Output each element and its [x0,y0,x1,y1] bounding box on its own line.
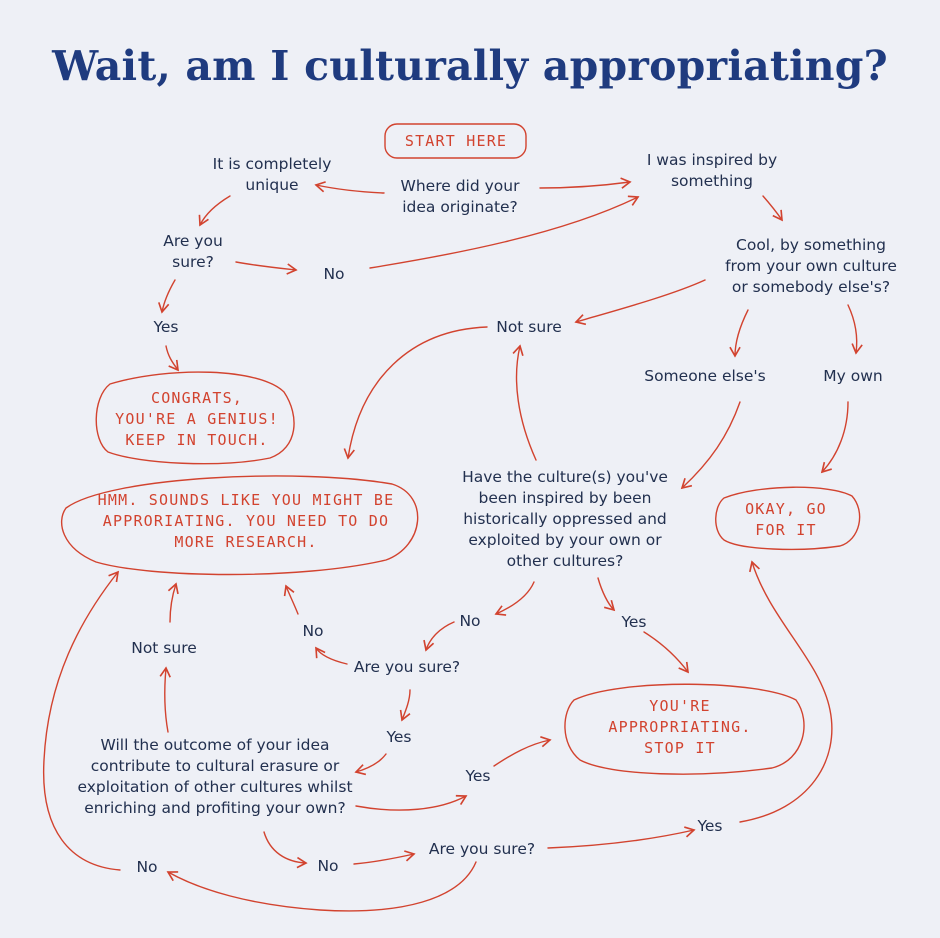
inspired-answer: I was inspired by something [646,151,778,190]
someone-elses-answer: Someone else's [644,367,766,385]
origin-question: Where did your idea originate? [400,177,520,216]
yes-4: Yes [465,767,491,785]
no-1: No [323,265,345,283]
okay-bubble [715,486,861,551]
no-2: No [459,612,481,630]
yes-5: Yes [697,817,723,835]
not-sure-2: Not sure [131,639,197,657]
start-here-box: START HERE [404,132,508,150]
okay-go-box: OKAY, GO FOR IT [745,500,827,539]
yes-3: Yes [386,728,412,746]
my-own-answer: My own [823,367,883,385]
congrats-box: CONGRATS, YOU'RE A GENIUS! KEEP IN TOUCH… [115,389,279,449]
congrats-bubble [95,371,295,465]
appropriating-box: YOU'RE APPROPRIATING. STOP IT [608,697,752,757]
unique-answer: It is completely unique [212,155,332,194]
are-you-sure-3: Are you sure? [428,840,536,858]
yes-2: Yes [621,613,647,631]
outcome-question: Will the outcome of your idea contribute… [77,736,353,817]
no-3: No [302,622,324,640]
no-4: No [317,857,339,875]
start-box [384,123,527,159]
page-title: Wait, am I culturally appropriating? [52,42,888,90]
are-you-sure-2: Are you sure? [353,658,461,676]
are-you-sure-1: Are you sure? [163,232,223,271]
not-sure-1: Not sure [496,318,562,336]
no-5: No [136,858,158,876]
own-or-else-question: Cool, by something from your own culture… [725,236,897,296]
hmm-bubble [61,475,419,576]
oppressed-question: Have the culture(s) you've been inspired… [462,468,668,570]
appropriating-bubble [564,683,805,775]
yes-1: Yes [153,318,179,336]
more-research-box: HMM. SOUNDS LIKE YOU MIGHT BE APPRORIATI… [97,491,395,551]
